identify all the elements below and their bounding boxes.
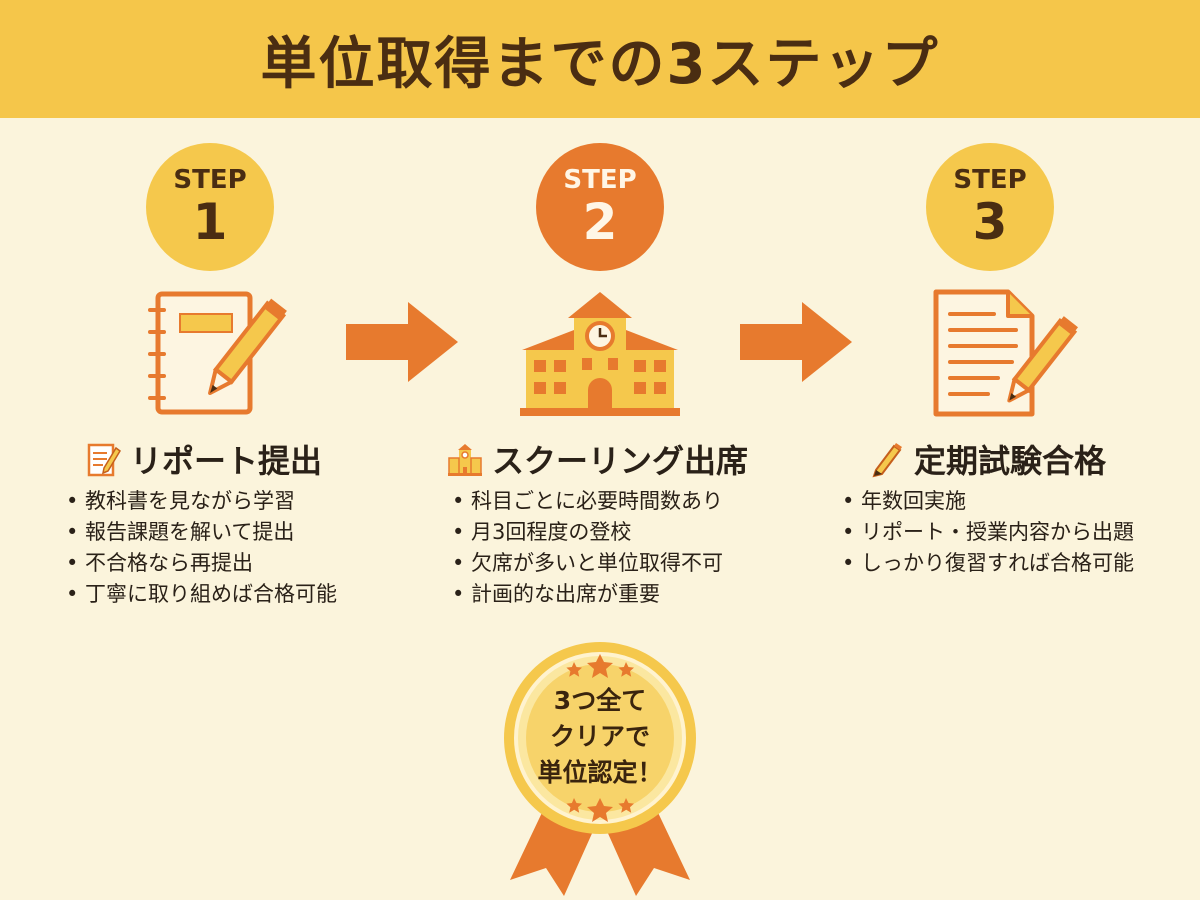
school-building-icon — [518, 288, 682, 422]
medal-ribbon-icon — [490, 640, 710, 896]
step-2-badge-word: STEP — [563, 165, 637, 195]
step-3-bullet-list: • 年数回実施 • リポート・授業内容から出題 • しっかり復習すれば合格可能 — [842, 486, 1134, 579]
step-1-heading-text: リポート提出 — [130, 442, 323, 480]
step-2-heading: スクーリング出席 — [446, 436, 748, 482]
pencil-icon — [872, 443, 902, 478]
title-banner: 単位取得までの3ステップ — [0, 0, 1200, 118]
exam-paper-pencil-icon — [928, 288, 1079, 422]
step-2-badge: STEP 2 — [536, 143, 664, 271]
list-item: • 年数回実施 — [842, 489, 967, 513]
medal-line: 3つ全て — [553, 686, 647, 715]
step-3-badge-word: STEP — [953, 165, 1027, 195]
list-item: • 報告課題を解いて提出 — [66, 520, 295, 544]
school-icon — [448, 444, 482, 476]
step-1-badge-number: 1 — [192, 193, 228, 251]
list-item: • 丁寧に取り組めば合格可能 — [66, 582, 338, 606]
list-item: • 月3回程度の登校 — [452, 520, 632, 544]
step-3-badge: STEP 3 — [926, 143, 1054, 271]
notebook-pencil-icon — [140, 288, 290, 422]
arrow-right-icon — [346, 302, 458, 386]
list-item: • しっかり復習すれば合格可能 — [842, 551, 1135, 575]
step-1-badge-word: STEP — [173, 165, 247, 195]
step-2-heading-text: スクーリング出席 — [492, 442, 749, 480]
medal-line: 単位認定！ — [537, 758, 663, 787]
list-item: • リポート・授業内容から出題 — [842, 520, 1135, 544]
step-3-heading-text: 定期試験合格 — [914, 442, 1107, 480]
step-1-heading: リポート提出 — [84, 436, 322, 482]
step-1-badge: STEP 1 — [146, 143, 274, 271]
medal-line: クリアで — [549, 722, 650, 751]
page-title: 単位取得までの3ステップ — [260, 31, 940, 97]
medal-text: 3つ全て クリアで 単位認定！ — [520, 678, 680, 796]
step-3-badge-number: 3 — [972, 193, 1008, 251]
step-2-bullet-list: • 科目ごとに必要時間数あり • 月3回程度の登校 • 欠席が多いと単位取得不可… — [452, 486, 723, 610]
list-item: • 不合格なら再提出 — [66, 551, 254, 575]
memo-icon — [87, 443, 121, 477]
arrow-right-icon — [740, 302, 852, 386]
list-item: • 欠席が多いと単位取得不可 — [452, 551, 724, 575]
step-2-badge-number: 2 — [582, 193, 618, 251]
step-3-heading: 定期試験合格 — [868, 436, 1106, 482]
list-item: • 教科書を見ながら学習 — [66, 489, 296, 513]
step-1-bullet-list: • 教科書を見ながら学習 • 報告課題を解いて提出 • 不合格なら再提出 • 丁… — [66, 486, 337, 610]
list-item: • 科目ごとに必要時間数あり — [452, 489, 724, 513]
list-item: • 計画的な出席が重要 — [452, 582, 661, 606]
